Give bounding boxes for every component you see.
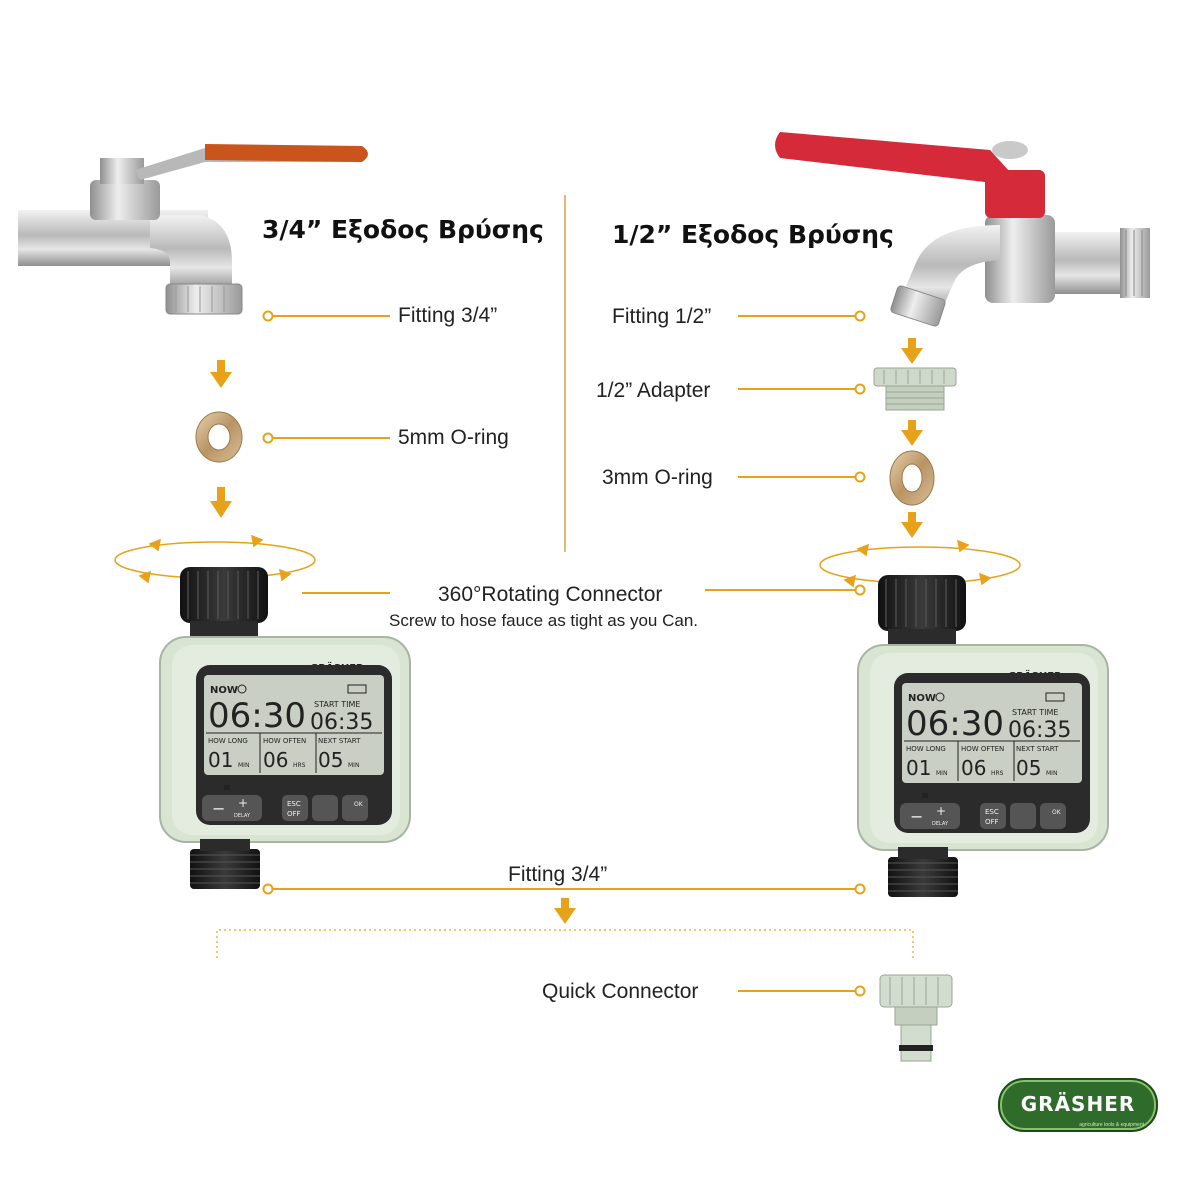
next-start-unit: MIN bbox=[1046, 770, 1057, 777]
bottom-fitting-label: Fitting 3/4” bbox=[508, 863, 608, 886]
how-long-unit: MIN bbox=[936, 770, 947, 777]
how-long-label: HOW LONG bbox=[906, 745, 946, 753]
arrow-down-icon bbox=[901, 420, 923, 446]
right-oring-label: 3mm O-ring bbox=[602, 466, 713, 489]
clock-icon bbox=[935, 692, 945, 702]
minus-label: − bbox=[910, 807, 923, 826]
how-often-unit: HRS bbox=[991, 770, 1004, 777]
settings-icon bbox=[342, 795, 368, 821]
plus-label: + bbox=[936, 804, 946, 818]
plus-label: + bbox=[238, 796, 248, 810]
right-adapter-label: 1/2” Adapter bbox=[596, 379, 711, 402]
esc-off-button bbox=[980, 803, 1006, 829]
now-time: 06:30 bbox=[906, 704, 1004, 744]
how-often-label: HOW OFTEN bbox=[961, 745, 1004, 753]
adapter-icon bbox=[873, 367, 957, 411]
right-faucet-icon bbox=[775, 132, 1150, 327]
lock-icon bbox=[224, 785, 230, 790]
esc-label: ESC bbox=[985, 808, 999, 816]
start-time: 06:35 bbox=[310, 710, 373, 735]
next-start-value: 05 bbox=[1016, 756, 1041, 780]
right-title: 1/2” Εξοδος Βρύσης bbox=[612, 220, 894, 249]
off-label: OFF bbox=[287, 810, 301, 818]
how-long-label: HOW LONG bbox=[208, 737, 248, 745]
how-long-value: 01 bbox=[208, 748, 233, 772]
next-start-label: NEXT START bbox=[318, 737, 361, 745]
right-connector-dot bbox=[854, 584, 866, 596]
clock-icon bbox=[237, 684, 247, 694]
left-title: 3/4” Εξοδος Βρύσης bbox=[262, 215, 544, 244]
bottom-collar bbox=[200, 839, 250, 851]
top-connector-nut bbox=[180, 567, 268, 623]
brand-logo-tagline: agriculture tools & equipment bbox=[1079, 1122, 1144, 1128]
arrow-down-icon bbox=[210, 360, 232, 388]
left-oring-label: 5mm O-ring bbox=[398, 426, 509, 449]
faucet-button-icon bbox=[312, 795, 338, 821]
arrow-down-icon bbox=[210, 487, 232, 518]
oring-icon bbox=[195, 411, 243, 463]
oring-icon bbox=[889, 450, 935, 506]
left-faucet-icon bbox=[18, 144, 368, 315]
how-often-value: 06 bbox=[961, 756, 986, 780]
lock-icon bbox=[922, 793, 928, 798]
left-leader-lines bbox=[272, 315, 390, 594]
faucet-button-icon bbox=[1010, 803, 1036, 829]
esc-label: ESC bbox=[287, 800, 301, 808]
now-label: NOW bbox=[908, 693, 936, 704]
next-start-label: NEXT START bbox=[1016, 745, 1059, 753]
minus-plus-button bbox=[202, 795, 262, 821]
lcd-screen bbox=[902, 683, 1082, 783]
brand-logo-text: GRÄSHER bbox=[1020, 1092, 1136, 1116]
bottom-collar bbox=[898, 847, 948, 859]
delay-label: DELAY bbox=[234, 813, 251, 819]
delay-label: DELAY bbox=[932, 821, 949, 827]
dotted-bracket bbox=[216, 929, 914, 958]
quick-connector-label: Quick Connector bbox=[542, 980, 699, 1003]
arrow-down-icon bbox=[901, 338, 923, 364]
lcd-screen bbox=[204, 675, 384, 775]
top-connector-nut bbox=[878, 575, 966, 631]
connector-title: 360°Rotating Connector bbox=[438, 583, 663, 606]
minus-label: − bbox=[212, 799, 225, 818]
ok-label: OK bbox=[354, 801, 364, 808]
how-often-label: HOW OFTEN bbox=[263, 737, 306, 745]
arrow-down-icon bbox=[554, 898, 576, 924]
battery-icon bbox=[1045, 692, 1065, 702]
how-often-value: 06 bbox=[263, 748, 288, 772]
right-leader-lines bbox=[705, 315, 856, 591]
ok-label: OK bbox=[1052, 809, 1062, 816]
right-oring-dot bbox=[854, 471, 866, 483]
start-time-label: START TIME bbox=[1012, 708, 1058, 717]
start-time: 06:35 bbox=[1008, 718, 1071, 743]
now-time: 06:30 bbox=[208, 696, 306, 736]
start-time-label: START TIME bbox=[314, 700, 360, 709]
left-fitting-dot bbox=[262, 310, 274, 322]
now-label: NOW bbox=[210, 685, 238, 696]
settings-icon bbox=[1040, 803, 1066, 829]
how-long-unit: MIN bbox=[238, 762, 249, 769]
esc-off-button bbox=[282, 795, 308, 821]
connector-subtitle: Screw to hose fauce as tight as you Can. bbox=[389, 611, 699, 630]
right-fitting-label: Fitting 1/2” bbox=[612, 305, 712, 328]
how-long-value: 01 bbox=[906, 756, 931, 780]
next-start-unit: MIN bbox=[348, 762, 359, 769]
quick-connector-icon bbox=[879, 974, 953, 1062]
how-often-unit: HRS bbox=[293, 762, 306, 769]
left-oring-dot bbox=[262, 432, 274, 444]
right-fitting-dot bbox=[854, 310, 866, 322]
minus-plus-button bbox=[900, 803, 960, 829]
off-label: OFF bbox=[985, 818, 999, 826]
arrow-down-icon bbox=[901, 512, 923, 538]
left-fitting-label: Fitting 3/4” bbox=[398, 304, 498, 327]
next-start-value: 05 bbox=[318, 748, 343, 772]
battery-icon bbox=[347, 684, 367, 694]
brand-logo: GRÄSHER agriculture tools & equipment bbox=[998, 1078, 1158, 1132]
nut-collar bbox=[888, 629, 956, 647]
nut-collar bbox=[190, 621, 258, 639]
right-adapter-dot bbox=[854, 383, 866, 395]
